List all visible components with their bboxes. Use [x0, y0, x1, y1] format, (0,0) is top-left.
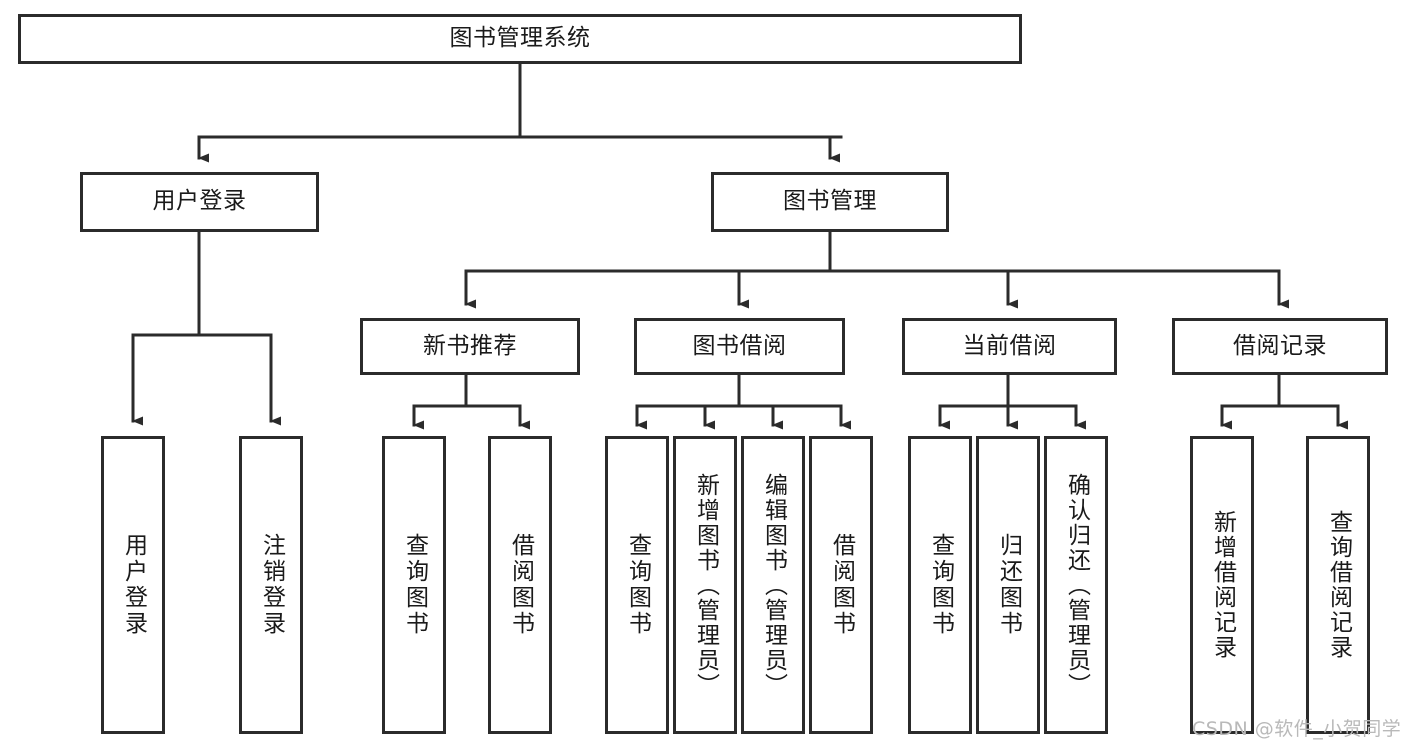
node-leaf-borrow-edit-book-label: 编辑图书（管理员）: [760, 472, 787, 698]
watermark-csdn: CSDN @软件_小贺同学: [1192, 718, 1402, 740]
node-leaf-user-login-do[interactable]: 用户登录: [101, 436, 165, 734]
node-current-borrow-label: 当前借阅: [962, 332, 1057, 359]
node-book-management-label: 图书管理: [783, 188, 877, 215]
node-leaf-current-confirm-return[interactable]: 确认归还（管理员）: [1044, 436, 1108, 734]
node-leaf-current-return-book[interactable]: 归还图书: [976, 436, 1040, 734]
node-leaf-current-query-book[interactable]: 查询图书: [908, 436, 972, 734]
node-root-system[interactable]: 图书管理系统: [18, 14, 1022, 64]
node-leaf-newbook-borrow-book-label: 借阅图书: [507, 533, 534, 637]
node-leaf-newbook-borrow-book[interactable]: 借阅图书: [488, 436, 552, 734]
node-leaf-borrow-query-book-label: 查询图书: [624, 533, 651, 637]
node-book-management[interactable]: 图书管理: [711, 172, 949, 232]
node-leaf-newbook-query-book-label: 查询图书: [401, 533, 428, 637]
node-user-login[interactable]: 用户登录: [80, 172, 319, 232]
node-leaf-borrow-borrow-book-label: 借阅图书: [828, 533, 855, 637]
node-leaf-borrow-add-book-label: 新增图书（管理员）: [692, 472, 719, 698]
node-leaf-current-return-book-label: 归还图书: [995, 533, 1022, 637]
node-book-borrow-label: 图书借阅: [692, 332, 787, 359]
node-leaf-user-logout[interactable]: 注销登录: [239, 436, 303, 734]
node-leaf-current-query-book-label: 查询图书: [927, 533, 954, 637]
node-new-book-recommend[interactable]: 新书推荐: [360, 318, 580, 375]
node-borrow-record[interactable]: 借阅记录: [1172, 318, 1388, 375]
node-leaf-current-confirm-return-label: 确认归还（管理员）: [1063, 472, 1090, 698]
node-current-borrow[interactable]: 当前借阅: [902, 318, 1117, 375]
node-user-login-label: 用户登录: [152, 188, 247, 215]
node-leaf-user-login-do-label: 用户登录: [120, 533, 147, 637]
node-leaf-borrow-borrow-book[interactable]: 借阅图书: [809, 436, 873, 734]
node-root-system-label: 图书管理系统: [449, 25, 591, 52]
node-leaf-user-logout-label: 注销登录: [258, 533, 285, 637]
node-leaf-record-add-label: 新增借阅记录: [1209, 510, 1236, 660]
node-leaf-record-query-label: 查询借阅记录: [1325, 510, 1352, 660]
node-leaf-record-add[interactable]: 新增借阅记录: [1190, 436, 1254, 734]
node-leaf-borrow-query-book[interactable]: 查询图书: [605, 436, 669, 734]
node-leaf-newbook-query-book[interactable]: 查询图书: [382, 436, 446, 734]
node-leaf-borrow-edit-book[interactable]: 编辑图书（管理员）: [741, 436, 805, 734]
node-borrow-record-label: 借阅记录: [1233, 332, 1327, 359]
node-leaf-record-query[interactable]: 查询借阅记录: [1306, 436, 1370, 734]
node-leaf-borrow-add-book[interactable]: 新增图书（管理员）: [673, 436, 737, 734]
node-new-book-recommend-label: 新书推荐: [423, 332, 517, 359]
node-book-borrow[interactable]: 图书借阅: [634, 318, 845, 375]
